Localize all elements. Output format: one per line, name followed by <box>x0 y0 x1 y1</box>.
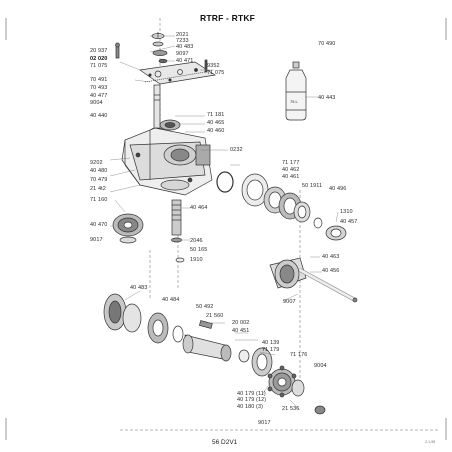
part-label: 71 075 <box>207 70 225 76</box>
part-label: 70 491 <box>90 77 108 83</box>
part-label: 71 179 <box>262 347 280 353</box>
part-label: 40 480 <box>90 168 108 174</box>
leader-lines <box>109 35 339 411</box>
part-label: 70 493 <box>90 85 108 91</box>
part-label: 50 492 <box>196 304 214 310</box>
part-label: 9007 <box>283 299 296 305</box>
bearing-stack-right <box>216 171 347 241</box>
page-title: RTRF - RTKF <box>200 13 256 23</box>
footer-code: 56 D2V1 <box>212 439 238 446</box>
page-code: 2-1-98 <box>425 440 436 444</box>
oil-bottle <box>285 61 307 121</box>
part-label: 71 181 <box>207 112 225 118</box>
part-label: 40 456 <box>322 268 340 274</box>
part-label: 0232 <box>230 147 243 153</box>
output-assembly <box>103 293 273 377</box>
part-label: 40 440 <box>90 113 108 119</box>
part-label: 40 179 (12) <box>237 397 267 403</box>
part-label: 40 470 <box>90 222 108 228</box>
part-label: 70 479 <box>90 177 108 183</box>
part-label: 20 937 <box>90 48 108 54</box>
cover-plate <box>139 61 216 85</box>
part-label: 50 1911 <box>302 183 323 189</box>
part-label: 2021 <box>176 32 189 38</box>
part-label: 71 177 <box>282 160 300 166</box>
part-label: 71 075 <box>90 63 108 69</box>
hub-shaft <box>269 257 358 303</box>
part-label: 71 160 <box>90 197 108 203</box>
part-label: 40 139 <box>262 340 280 346</box>
bevel-gear-left <box>112 213 144 244</box>
part-label: 21 4t2 <box>90 186 106 192</box>
part-label: 40 180 (3) <box>237 404 264 410</box>
gearbox-housing <box>121 119 213 196</box>
part-label: 40 483 <box>176 44 194 50</box>
part-label: 9017 <box>90 237 103 243</box>
part-label: 40 462 <box>282 167 300 173</box>
bottle-label: 75 L <box>290 99 299 104</box>
part-label: 9004 <box>90 100 103 106</box>
part-label: 40 461 <box>282 174 300 180</box>
part-label: 40 483 <box>130 285 148 291</box>
lower-shaft <box>171 199 185 263</box>
part-label: 9202 <box>90 160 103 166</box>
part-label: 21 560 <box>206 313 224 319</box>
part-label: 71 176 <box>290 352 308 358</box>
part-label: 40 464 <box>190 205 208 211</box>
part-label: 40 451 <box>232 328 250 334</box>
crop-marks <box>5 18 447 440</box>
part-label: 02 020 <box>90 56 108 62</box>
part-label: 1310 <box>340 209 353 215</box>
part-label: 40 463 <box>322 254 340 260</box>
part-label: 9352 <box>207 63 220 69</box>
part-label: 21 536 <box>282 406 300 412</box>
part-label: 9004 <box>314 363 327 369</box>
part-label: 40 477 <box>90 93 108 99</box>
part-label: 70 490 <box>318 41 336 47</box>
part-label: 40 496 <box>329 186 347 192</box>
part-label: 40 457 <box>340 219 358 225</box>
part-label: 40 484 <box>162 297 180 303</box>
part-label: 40 443 <box>318 95 336 101</box>
part-label: 40 460 <box>207 128 225 134</box>
part-label: 40 179 (11) <box>237 391 266 397</box>
part-label: 40 465 <box>207 120 225 126</box>
part-label: 40 471 <box>176 58 194 64</box>
part-label: 50 165 <box>190 247 208 253</box>
sprocket <box>267 365 326 415</box>
part-label: 2046 <box>190 238 203 244</box>
part-label: 7233 <box>176 38 189 44</box>
part-label: 1910 <box>190 257 203 263</box>
part-label: 9017 <box>258 420 271 426</box>
top-hardware <box>115 32 208 73</box>
part-label: 20 002 <box>232 320 250 326</box>
part-label: 9097 <box>176 51 189 57</box>
